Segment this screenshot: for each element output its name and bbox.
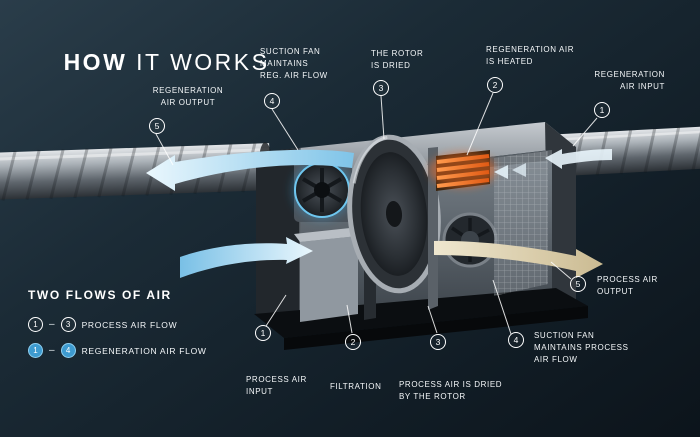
heater: [429, 150, 497, 191]
regen-input-arrow: [545, 149, 612, 169]
callout-label-rotor-dried: THE ROTOR IS DRIED: [371, 49, 424, 70]
legend-dash-2: –: [49, 345, 55, 356]
title-strong: HOW: [63, 49, 128, 75]
legend-row-process-flow: 1 – 3 PROCESS AIR FLOW: [28, 317, 177, 332]
leader-lines: [155, 92, 598, 335]
callout-badge-filtration: 2: [345, 334, 361, 350]
callout-label-process-air-output: PROCESS AIR OUTPUT: [597, 275, 658, 296]
title-light: IT WORKS: [127, 49, 270, 75]
heater-flow-arrow-2: [512, 163, 526, 177]
left-duct: [0, 142, 273, 201]
legend-label-regen-flow: REGENERATION AIR FLOW: [81, 345, 207, 356]
machine-base: [254, 288, 588, 338]
callout-label-regen-air-output: REGENERATION AIR OUTPUT: [152, 86, 224, 107]
callout-badge-rotor-dried: 3: [373, 80, 389, 96]
callout-label-process-air-input: PROCESS AIR INPUT: [246, 375, 307, 396]
callout-label-suction-fan-regen: SUCTION FAN MAINTAINS REG. AIR FLOW: [260, 47, 328, 80]
process-input-arrow: [180, 237, 313, 278]
callout-badge-process-air-input: 1: [255, 325, 271, 341]
callout-label-regen-heated: REGENERATION AIR IS HEATED: [486, 45, 575, 66]
callout-badge-suction-fan-process: 4: [508, 332, 524, 348]
legend-badge-process-to: 3: [60, 317, 76, 332]
callout-label-process-dried: PROCESS AIR IS DRIED BY THE ROTOR: [399, 380, 503, 401]
callout-badge-suction-fan-regen: 4: [264, 93, 280, 109]
legend-dash: –: [49, 319, 55, 330]
callout-badge-regen-air-input: 1: [594, 102, 610, 118]
callout-label-regen-air-input: REGENERATION AIR INPUT: [594, 70, 665, 91]
legend-badge-process-from: 1: [28, 317, 43, 332]
process-output-arrow: [434, 240, 603, 278]
legend-label-process-flow: PROCESS AIR FLOW: [81, 319, 178, 330]
page-title: HOW IT WORKS: [28, 22, 269, 103]
callout-label-filtration: FILTRATION: [330, 382, 382, 391]
legend-badge-regen-from: 1: [28, 343, 43, 358]
callout-badge-regen-heated: 2: [487, 77, 503, 93]
filter-housing: [300, 236, 358, 322]
heater-flow-arrow: [494, 165, 508, 179]
callout-badge-regen-air-output: 5: [149, 118, 165, 134]
divider-panel-2: [428, 147, 438, 310]
legend-row-regen-flow: 1 – 4 REGENERATION AIR FLOW: [28, 343, 207, 358]
legend-heading: TWO FLOWS OF AIR: [28, 288, 172, 302]
callout-badge-process-air-output: 5: [570, 276, 586, 292]
callout-badge-process-dried: 3: [430, 334, 446, 350]
legend-badge-regen-to: 4: [60, 343, 76, 358]
callout-label-suction-fan-process: SUCTION FAN MAINTAINS PROCESS AIR FLOW: [534, 331, 629, 364]
airflow-arrows: [146, 149, 612, 278]
regen-output-arrow: [146, 149, 354, 191]
